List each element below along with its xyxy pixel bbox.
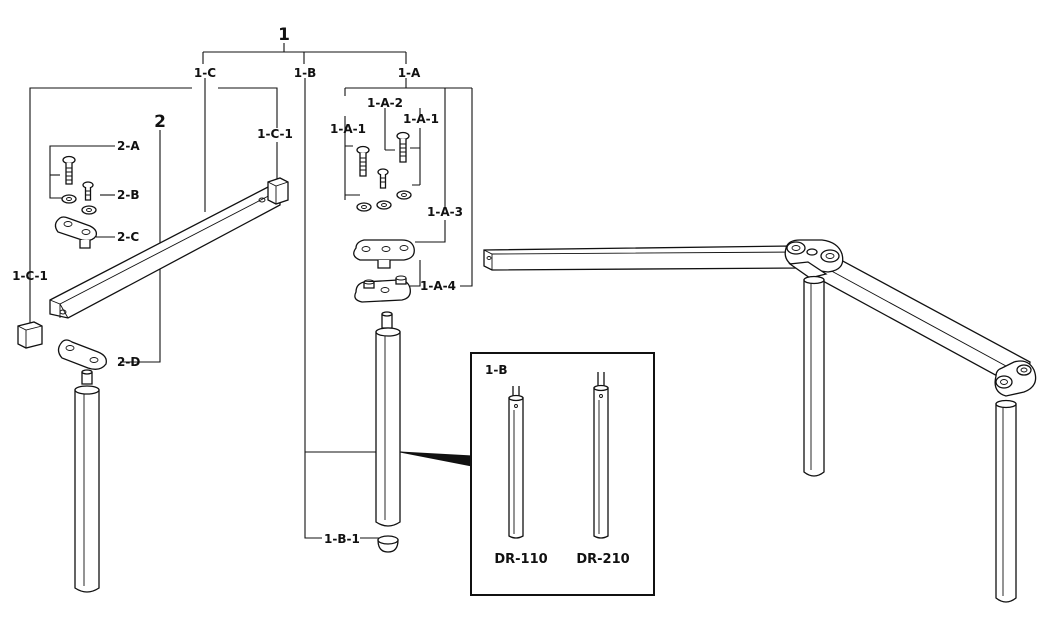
inset-model-dr110: DR-110 (494, 552, 547, 567)
label-1a4: 1-A-4 (420, 279, 456, 293)
assembled-leg-right (995, 399, 1017, 603)
label-1a1-left: 1-A-1 (330, 122, 366, 136)
label-2b: 2-B (117, 188, 139, 202)
screw-2a (62, 155, 76, 185)
joint-plate-1a4 (354, 275, 411, 303)
inset-pointer (399, 451, 473, 467)
joint-plate-1a3 (353, 239, 415, 269)
tube-dr110 (508, 386, 524, 539)
foot-cap-1b1 (377, 535, 399, 553)
tube-dr210 (593, 372, 609, 539)
label-1a2: 1-A-2 (367, 96, 403, 110)
bracket-plate-2d (57, 339, 107, 370)
label-2c: 2-C (117, 230, 139, 244)
label-1b: 1-B (294, 66, 316, 80)
label-1a3: 1-A-3 (427, 205, 463, 219)
label-1a1-right: 1-A-1 (403, 112, 439, 126)
label-1c1-left: 1-C-1 (12, 269, 48, 283)
assembled-leg-left (803, 275, 825, 477)
screw-1a1-left (356, 145, 370, 177)
assembled-arm-left (483, 245, 801, 271)
label-1a: 1-A (398, 66, 421, 80)
inset-title: 1-B (485, 363, 507, 377)
label-2d: 2-D (117, 355, 140, 369)
assembled-hinge-joint (784, 239, 844, 279)
inset-box-1b (470, 352, 655, 596)
end-cap-1c1-left (17, 321, 43, 349)
part-labels: 1 1-C 1-B 1-A 1-A-2 1-A-1 1-A-1 1-C-1 1-… (12, 25, 630, 567)
label-group-2: 2 (154, 112, 166, 132)
end-cap-1c1-top (267, 177, 289, 205)
inset-model-dr210: DR-210 (576, 552, 629, 567)
rail-bar-1c (49, 185, 281, 319)
washers-1a (356, 190, 412, 212)
assembled-arm-right (809, 251, 1031, 385)
label-1b1: 1-B-1 (324, 532, 360, 546)
washers-2b (61, 194, 97, 215)
assembled-end-joint (994, 360, 1037, 397)
assembled-frame (483, 239, 1037, 603)
label-1c1-top: 1-C-1 (257, 127, 293, 141)
leader-lines (29, 43, 473, 539)
screw-1a1-right (396, 131, 410, 163)
screw-1a2 (377, 168, 389, 189)
label-assembly-1: 1 (278, 25, 290, 45)
label-2a: 2-A (117, 139, 140, 153)
label-1c: 1-C (194, 66, 216, 80)
leg-1b (375, 311, 401, 527)
leg-left (74, 369, 100, 593)
screw-2b (82, 181, 94, 201)
bracket-plate-2c (54, 216, 98, 249)
